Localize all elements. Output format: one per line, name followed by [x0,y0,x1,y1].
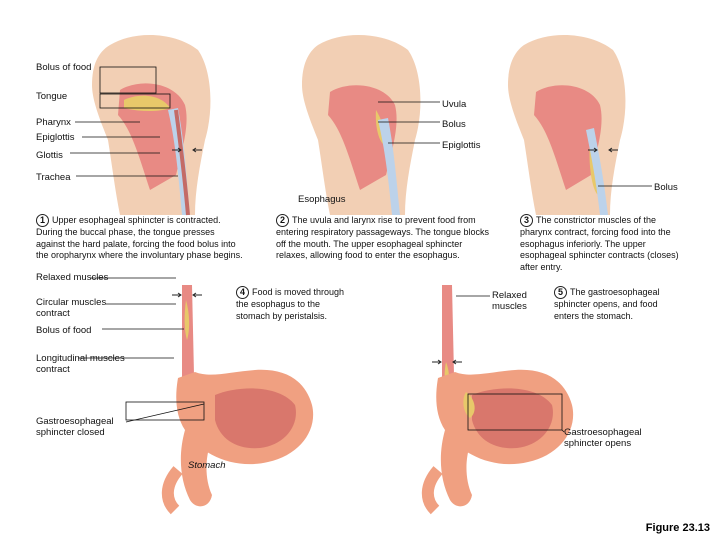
sphincter-arrows [172,147,618,365]
label-epiglottis-mid: Epiglottis [442,140,481,151]
label-trachea: Trachea [36,172,71,183]
label-longitudinal-muscles: Longitudinal muscles contract [36,353,125,375]
stomach-diagram-2 [421,285,574,515]
label-bolus-mid: Bolus [442,119,466,130]
label-uvula: Uvula [442,99,467,110]
step-1-number: 1 [36,214,49,227]
label-epiglottis-left: Epiglottis [36,132,75,143]
label-gastro-closed: Gastroesophageal sphincter closed [36,416,114,438]
figure-label: Figure 23.13 [645,522,710,534]
label-gastro-opens: Gastroesophageal sphincter opens [564,427,642,449]
label-esophagus: Esophagus [298,194,346,205]
label-bolus-of-food-top: Bolus of food [36,62,92,73]
step-4-number: 4 [236,286,249,299]
label-relaxed-muscles-right: Relaxed muscles [492,290,527,312]
label-bolus-right: Bolus [654,182,678,193]
label-circular-muscles: Circular muscles contract [36,297,107,319]
stomach-diagram-1 [161,285,314,515]
leader-lines [70,66,652,433]
label-stomach: Stomach [188,460,226,471]
label-bolus-of-food-left: Bolus of food [36,325,92,336]
head-profile-1 [92,34,211,216]
step-5-number: 5 [554,286,567,299]
head-profile-3 [508,34,626,215]
label-tongue: Tongue [36,91,68,102]
label-glottis: Glottis [36,150,63,161]
label-pharynx: Pharynx [36,117,71,128]
step-2-number: 2 [276,214,289,227]
head-profile-2 [302,34,421,215]
step-3-number: 3 [520,214,533,227]
label-relaxed-muscles-left: Relaxed muscles [36,272,109,283]
